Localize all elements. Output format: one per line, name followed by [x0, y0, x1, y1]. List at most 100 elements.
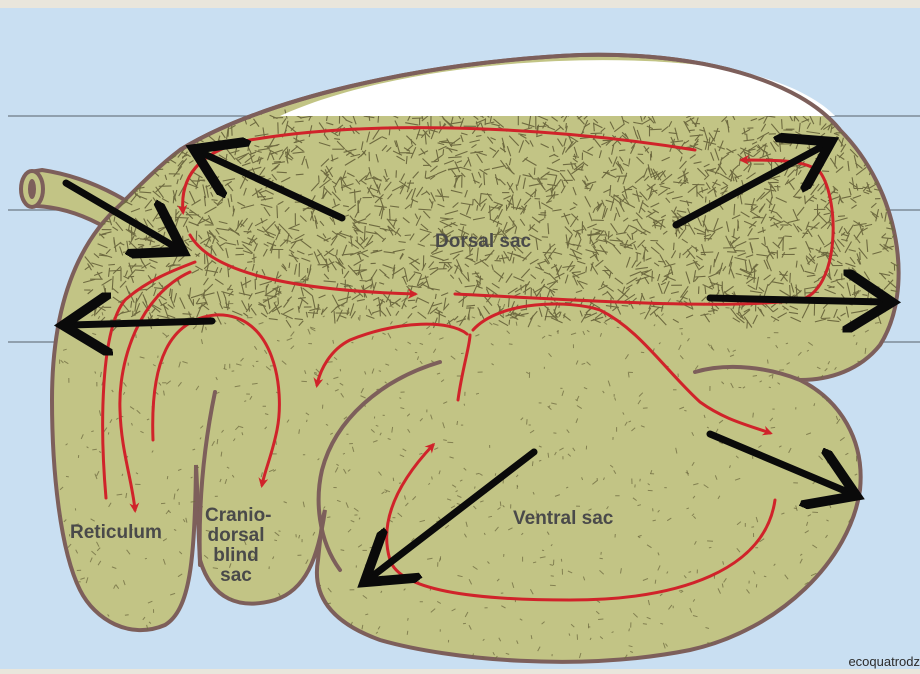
fibre-strand — [277, 205, 278, 218]
fibre-strand — [650, 129, 662, 130]
fibre-strand — [790, 285, 791, 296]
fluid-speck — [628, 373, 629, 378]
label-craniodorsal-blind-sac: Cranio- dorsal blind sac — [205, 506, 267, 586]
fibre-strand — [175, 217, 187, 218]
fluid-speck — [393, 478, 394, 481]
top-frame — [0, 0, 920, 8]
fibre-strand — [247, 262, 252, 263]
fluid-speck — [475, 487, 476, 489]
fibre-strand — [360, 281, 367, 282]
fluid-speck — [457, 421, 458, 425]
fibre-strand — [778, 185, 779, 191]
fluid-speck — [561, 559, 562, 562]
fluid-speck — [299, 429, 300, 434]
fluid-speck — [464, 404, 465, 406]
fibre-strand — [838, 216, 845, 217]
fluid-speck — [399, 483, 401, 484]
fibre-strand — [156, 169, 163, 170]
fluid-speck — [92, 449, 97, 450]
fibre-strand — [782, 119, 783, 129]
fibre-strand — [196, 231, 197, 241]
fluid-speck — [548, 453, 549, 458]
fluid-speck — [225, 364, 226, 369]
fibre-strand — [443, 149, 444, 155]
fluid-speck — [753, 413, 754, 418]
fibre-strand — [860, 252, 861, 260]
fibre-strand — [674, 243, 675, 250]
fluid-speck — [274, 540, 277, 541]
label-line: sac — [205, 566, 267, 586]
fluid-speck — [307, 420, 308, 422]
black-contraction-arrow-icon — [70, 321, 212, 325]
fluid-speck — [370, 547, 373, 548]
fluid-speck — [516, 322, 517, 326]
fluid-speck — [794, 508, 797, 509]
fluid-speck — [772, 374, 773, 379]
fibre-strand — [822, 171, 829, 172]
fluid-speck — [379, 371, 381, 372]
fluid-speck — [531, 635, 532, 639]
fibre-strand — [235, 254, 244, 255]
fluid-speck — [751, 527, 754, 528]
fibre-strand — [337, 250, 338, 256]
fluid-speck — [684, 410, 686, 411]
fibre-strand — [735, 251, 745, 252]
fluid-speck — [509, 344, 513, 345]
fibre-strand — [801, 183, 807, 184]
fluid-speck — [328, 362, 333, 363]
fibre-strand — [695, 276, 705, 277]
fibre-strand — [266, 286, 267, 295]
fibre-strand — [296, 174, 304, 175]
fibre-strand — [738, 221, 739, 231]
fluid-speck — [217, 439, 218, 444]
fibre-strand — [408, 300, 415, 301]
label-line: blind — [205, 546, 267, 566]
fibre-strand — [390, 209, 391, 221]
image-credit: ecoquatrodz — [848, 654, 920, 669]
fibre-strand — [369, 116, 370, 121]
fibre-strand — [553, 289, 558, 290]
fibre-strand — [586, 267, 587, 273]
fluid-speck — [191, 501, 196, 502]
fluid-speck — [542, 550, 544, 551]
fibre-strand — [277, 172, 287, 173]
fluid-speck — [764, 576, 766, 577]
fibre-strand — [821, 318, 830, 319]
label-reticulum: Reticulum — [70, 523, 162, 543]
fibre-strand — [109, 270, 121, 271]
fibre-strand — [680, 253, 681, 258]
fibre-strand — [594, 123, 595, 132]
fibre-strand — [785, 236, 792, 237]
fibre-strand — [274, 162, 281, 163]
fluid-speck — [643, 624, 647, 625]
fluid-speck — [629, 629, 630, 632]
fibre-strand — [714, 131, 720, 132]
fibre-strand — [689, 130, 694, 131]
fibre-strand — [373, 250, 378, 251]
fluid-speck — [341, 306, 344, 307]
fluid-speck — [327, 517, 330, 518]
fluid-speck — [527, 419, 528, 424]
fibre-strand — [278, 297, 279, 304]
fibre-strand — [319, 176, 320, 183]
fibre-strand — [431, 161, 438, 162]
fibre-strand — [613, 196, 619, 197]
fibre-strand — [771, 252, 777, 253]
fluid-speck — [252, 383, 258, 384]
label-line: dorsal — [205, 526, 267, 546]
fibre-strand — [566, 123, 567, 128]
fibre-strand — [790, 143, 795, 144]
fluid-speck — [432, 477, 433, 480]
fluid-speck — [598, 619, 603, 620]
fluid-speck — [125, 615, 129, 616]
fluid-speck — [221, 452, 222, 457]
fibre-strand — [652, 271, 653, 282]
fluid-speck — [196, 467, 199, 468]
fibre-strand — [727, 252, 737, 253]
fluid-speck — [407, 631, 408, 635]
fibre-strand — [342, 269, 343, 275]
fluid-speck — [532, 461, 533, 466]
fluid-speck — [167, 476, 168, 479]
